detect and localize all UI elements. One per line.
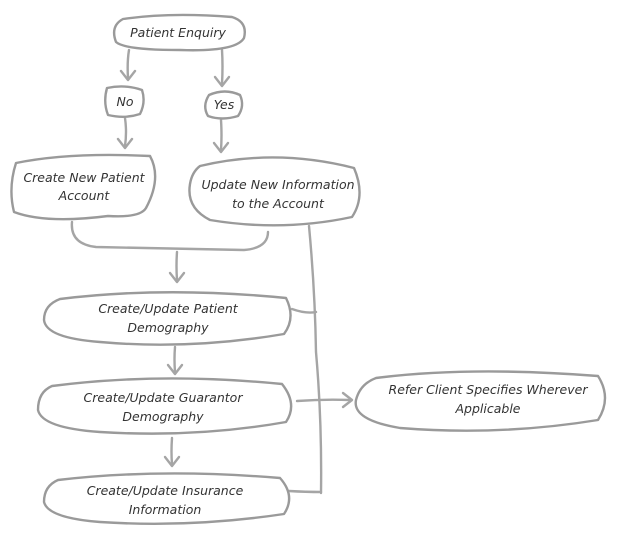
connectors [70, 48, 354, 495]
shape-no [104, 85, 145, 118]
connector-right-bus [307, 224, 323, 495]
connector-bus-to-patient-demo [290, 307, 318, 314]
shape-insurance-information [42, 472, 291, 525]
connector-merge [70, 220, 270, 252]
label-update-information-line1: Update New Information [201, 177, 354, 192]
shape-update-information [188, 156, 361, 227]
connector-yes-to-update [219, 118, 223, 152]
label-create-account-line1: Create New Patient [23, 170, 145, 185]
node-create-account: Create New Patient Account [10, 153, 157, 221]
connector-no-to-create [123, 116, 128, 148]
shape-create-account [10, 153, 157, 221]
node-guarantor-demography: Create/Update Guarantor Demography [36, 377, 293, 435]
shape-guarantor-demography [36, 377, 293, 435]
label-guarantor-demography-line1: Create/Update Guarantor [84, 390, 244, 405]
shape-refer-client-specifies [354, 370, 607, 432]
label-create-account-line2: Account [58, 188, 111, 203]
arrowhead-guarantor [166, 363, 184, 376]
label-patient-enquiry: Patient Enquiry [130, 25, 226, 40]
arrowhead-insurance [163, 455, 181, 468]
label-guarantor-demography-line2: Demography [122, 409, 204, 424]
label-no: No [117, 94, 134, 109]
node-insurance-information: Create/Update Insurance Information [42, 472, 291, 525]
shape-yes [204, 90, 244, 120]
shape-patient-enquiry [112, 13, 246, 52]
arrowhead-yes [213, 75, 231, 88]
arrowhead-create [116, 137, 134, 150]
connector-guarantor-to-refer [295, 398, 352, 403]
shape-patient-demography [42, 291, 292, 346]
connector-patient-to-guarantor [173, 345, 177, 374]
node-no: No [104, 85, 145, 118]
label-refer-client-specifies-line2: Applicable [455, 401, 521, 416]
label-insurance-information-line2: Information [129, 502, 202, 517]
node-yes: Yes [204, 90, 244, 120]
label-yes: Yes [214, 97, 235, 112]
arrowhead-patient-demo [168, 271, 186, 284]
label-update-information-line2: to the Account [232, 196, 325, 211]
label-insurance-information-line1: Create/Update Insurance [87, 483, 244, 498]
label-patient-demography-line2: Demography [127, 320, 209, 335]
connector-guarantor-to-insurance [170, 436, 174, 466]
node-patient-enquiry: Patient Enquiry [112, 13, 246, 52]
connector-enquiry-to-no [126, 48, 131, 80]
node-refer-client-specifies: Refer Client Specifies Wherever Applicab… [354, 370, 607, 432]
arrowhead-no [119, 69, 137, 82]
connector-merge-down [175, 250, 179, 282]
label-patient-demography-line1: Create/Update Patient [98, 301, 238, 316]
node-patient-demography: Create/Update Patient Demography [42, 291, 292, 346]
connector-bus-to-insurance [287, 489, 323, 494]
label-refer-client-specifies-line1: Refer Client Specifies Wherever [389, 382, 589, 397]
node-update-information: Update New Information to the Account [188, 156, 361, 227]
arrowhead-update [212, 141, 230, 154]
arrowhead-refer [341, 391, 354, 409]
connector-enquiry-to-yes [220, 48, 224, 86]
